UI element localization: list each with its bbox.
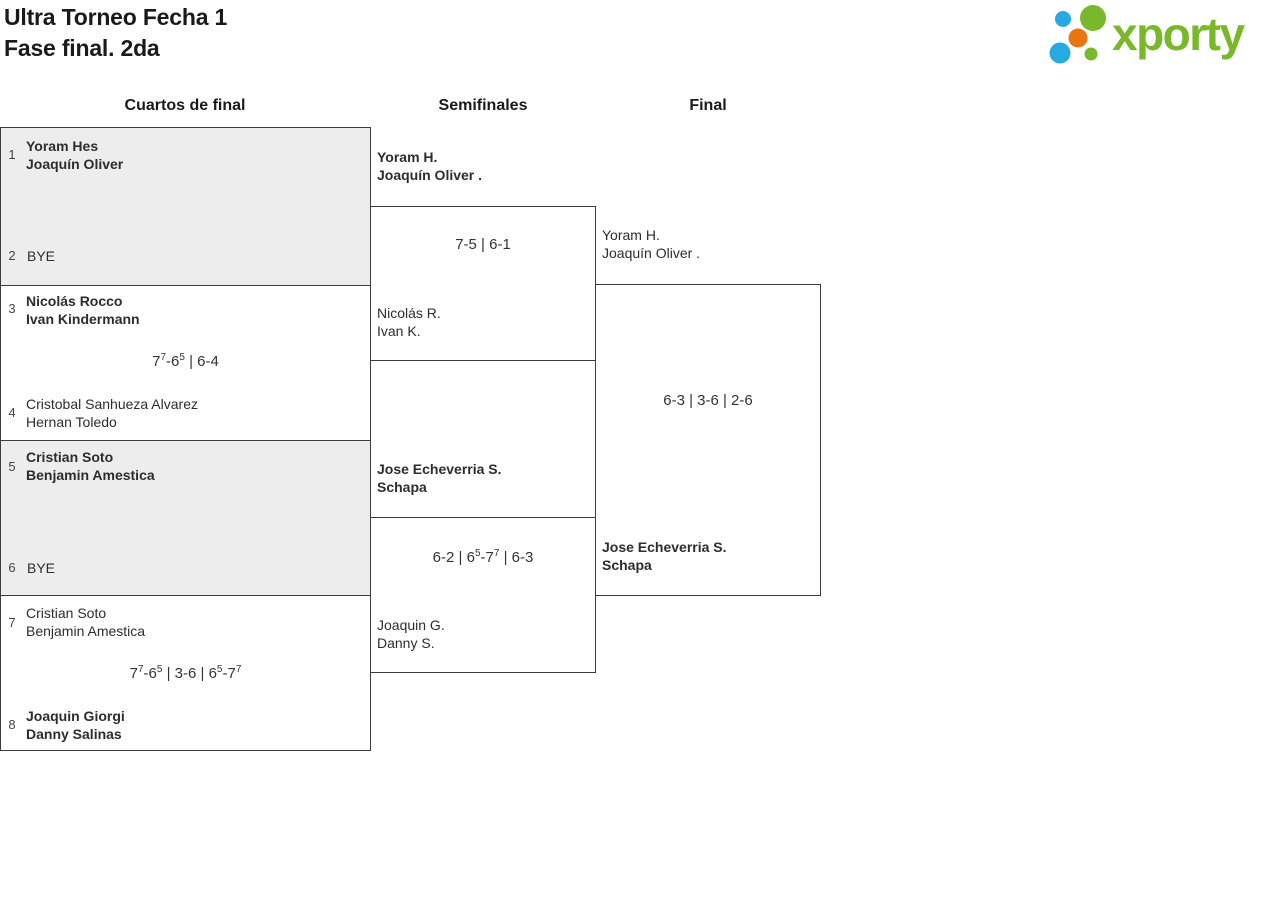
round-header-final: Final — [689, 97, 727, 114]
team-name-line: Danny S. — [377, 635, 435, 651]
match-box-final[interactable] — [595, 284, 821, 596]
team-name-line: Joaquín Oliver — [26, 156, 124, 172]
team-name-line: Joaquín Oliver . — [377, 167, 483, 183]
final-top-team: Yoram H. Joaquín Oliver . — [602, 226, 700, 262]
team-name-line: Nicolás R. — [377, 305, 441, 321]
team-name-line: Hernan Toledo — [26, 414, 117, 430]
xporty-logo[interactable]: xporty — [1040, 2, 1278, 68]
team-name-line: Yoram H. — [377, 149, 438, 165]
qf2-top-seed: 3 — [8, 301, 16, 316]
qf4-bottom-team: Joaquin Giorgi Danny Salinas — [26, 707, 125, 743]
match-box-qf4[interactable] — [0, 595, 371, 751]
qf2-top-team: Nicolás Rocco Ivan Kindermann — [26, 292, 140, 328]
sf2-score: 6-2 | 65-77 | 6-3 — [432, 548, 534, 567]
team-name-line: Yoram H. — [602, 227, 660, 243]
team-name-line: Jose Echeverria S. — [377, 461, 502, 477]
sf2-top-team: Jose Echeverria S. Schapa — [377, 460, 502, 496]
team-name-line: Joaquín Oliver . — [602, 245, 701, 261]
match-box-sf1[interactable] — [370, 206, 596, 361]
team-name-line: Joaquin Giorgi — [26, 708, 125, 724]
team-name-line: BYE — [27, 248, 56, 264]
sf1-top-team: Yoram H. Joaquín Oliver . — [377, 148, 482, 184]
qf3-top-team: Cristian Soto Benjamin Amestica — [26, 448, 155, 484]
sf1-score: 7-5 | 6-1 — [455, 236, 511, 253]
qf4-top-seed: 7 — [8, 615, 16, 630]
team-name-line: Benjamin Amestica — [26, 623, 146, 639]
qf2-score: 77-65 | 6-4 — [152, 352, 219, 371]
qf3-top-seed: 5 — [8, 459, 16, 474]
team-name-line: BYE — [27, 560, 56, 576]
team-name-line: Nicolás Rocco — [26, 293, 123, 309]
team-name-line: Jose Echeverria S. — [602, 539, 727, 555]
qf4-top-team: Cristian Soto Benjamin Amestica — [26, 604, 145, 640]
qf1-bottom-seed: 2 — [8, 248, 16, 263]
team-name-line: Cristobal Sanhueza Alvarez — [26, 396, 198, 412]
team-name-line: Schapa — [602, 557, 652, 573]
final-score: 6-3 | 3-6 | 2-6 — [663, 392, 753, 409]
team-name-line: Danny Salinas — [26, 726, 122, 742]
qf1-top-team: Yoram Hes Joaquín Oliver — [26, 137, 123, 173]
team-name-line: Yoram Hes — [26, 138, 99, 154]
qf2-bottom-team: Cristobal Sanhueza Alvarez Hernan Toledo — [26, 395, 198, 431]
team-name-line: Benjamin Amestica — [26, 467, 155, 483]
qf1-bottom-team: BYE — [27, 247, 55, 265]
team-name-line: Cristian Soto — [26, 449, 114, 465]
page-title: Ultra Torneo Fecha 1 Fase final. 2da — [4, 2, 227, 64]
tournament-name: Ultra Torneo Fecha 1 — [4, 4, 228, 30]
team-name-line: Schapa — [377, 479, 427, 495]
qf2-bottom-seed: 4 — [8, 405, 16, 420]
qf3-bottom-team: BYE — [27, 559, 55, 577]
qf1-top-seed: 1 — [8, 147, 16, 162]
qf4-bottom-seed: 8 — [8, 717, 16, 732]
team-name-line: Joaquin G. — [377, 617, 445, 633]
match-box-qf3[interactable] — [0, 440, 371, 596]
final-bottom-team: Jose Echeverria S. Schapa — [602, 538, 727, 574]
xporty-dots-icon — [1049, 5, 1106, 64]
team-name-line: Ivan Kindermann — [26, 311, 140, 327]
qf4-score: 77-65 | 3-6 | 65-77 — [129, 664, 242, 683]
team-name-line: Cristian Soto — [26, 605, 107, 621]
sf2-bottom-team: Joaquin G. Danny S. — [377, 616, 445, 652]
team-name-line: Ivan K. — [377, 323, 421, 339]
round-header-cuartos: Cuartos de final — [124, 97, 246, 114]
sf1-bottom-team: Nicolás R. Ivan K. — [377, 304, 441, 340]
phase-name: Fase final. 2da — [4, 35, 160, 61]
qf3-bottom-seed: 6 — [8, 560, 16, 575]
round-header-semifinales: Semifinales — [438, 97, 528, 114]
xporty-logo-text: xporty — [1112, 8, 1245, 60]
match-box-qf1[interactable] — [0, 127, 371, 286]
